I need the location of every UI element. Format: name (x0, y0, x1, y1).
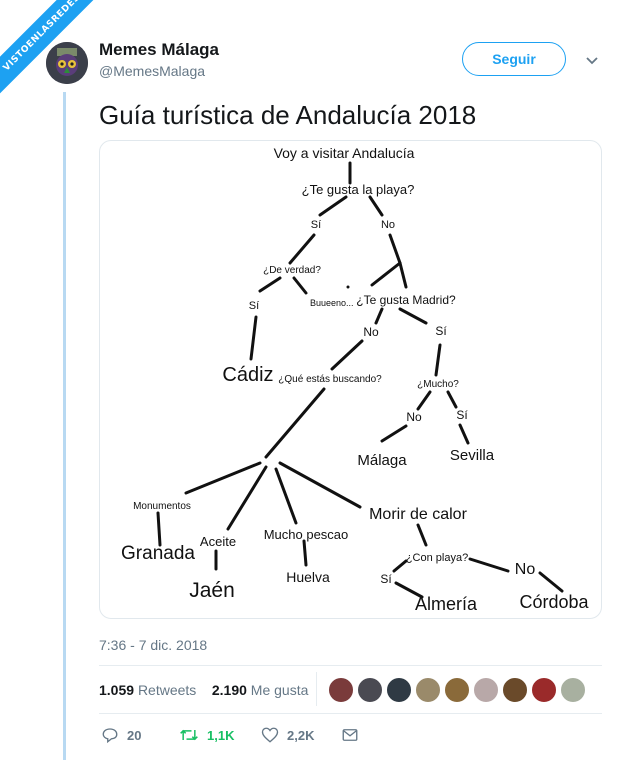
reply-button[interactable]: 20 (101, 726, 141, 744)
edge-si-sevilla (458, 423, 470, 445)
node-root: Voy a visitar Andalucía (274, 145, 415, 161)
edge-hub-pescao (274, 467, 298, 525)
timestamp[interactable]: 7:36 - 7 dic. 2018 (99, 637, 208, 653)
node-cordoba: Córdoba (519, 592, 589, 612)
node-si5: Sí (380, 572, 392, 586)
avatar[interactable] (502, 677, 528, 703)
retweet-button[interactable]: 1,1K (179, 726, 234, 744)
engagement-stats: 1.059 Retweets 2.190 Me gusta (99, 682, 308, 698)
edge-beach-no (368, 195, 384, 217)
avatar[interactable] (531, 677, 557, 703)
node-pescao: Mucho pescao (264, 527, 349, 542)
node-almeria: Almería (415, 594, 478, 614)
edge-pescao-huelva (302, 539, 308, 567)
node-conplaya: ¿Con playa? (406, 552, 468, 564)
node-no5: No (515, 561, 536, 578)
node-granada: Granada (121, 543, 195, 564)
edge-no-malaga (380, 424, 408, 443)
retweets-count: 1.059 (99, 682, 135, 698)
tweet-image[interactable]: Voy a visitar Andalucía ¿Te gusta la pla… (99, 140, 602, 619)
node-si4: Sí (456, 408, 468, 422)
node-sevilla: Sevilla (450, 447, 495, 464)
like-button[interactable]: 2,2K (261, 726, 314, 744)
node-aceite: Aceite (200, 534, 236, 549)
edge-madrid-si (398, 307, 428, 325)
mail-icon (342, 729, 358, 741)
edge-merge-left (370, 261, 402, 287)
divider (99, 665, 602, 666)
edge-no-cordoba (538, 571, 564, 593)
retweets-stat[interactable]: 1.059 Retweets (99, 682, 196, 698)
node-mucho: ¿Mucho? (417, 379, 459, 390)
edge-hub-calor (278, 461, 362, 509)
edge-conplaya-no (468, 557, 510, 573)
reply-icon (102, 728, 118, 744)
follow-button[interactable]: Seguir (462, 42, 566, 76)
node-monumentos: Monumentos (133, 501, 191, 512)
edge-madrid-no (374, 307, 384, 325)
node-no1: No (381, 219, 395, 231)
avatar[interactable] (415, 677, 441, 703)
message-button[interactable] (341, 726, 359, 744)
flowchart: Voy a visitar Andalucía ¿Te gusta la pla… (121, 145, 589, 614)
avatar[interactable] (328, 677, 354, 703)
likes-count: 2.190 (211, 682, 247, 698)
node-madrid: ¿Te gusta Madrid? (356, 293, 456, 307)
likes-label: Me gusta (250, 682, 309, 698)
edge-no-looking (330, 339, 364, 371)
edge-mucho-no (416, 390, 432, 411)
retweet-icon (180, 729, 198, 741)
edge-no-merge (388, 233, 402, 265)
edge-si-cadiz (249, 315, 258, 361)
edge-beach-si (318, 195, 348, 217)
edge-mucho-si (446, 390, 458, 409)
chevron-down-icon[interactable] (584, 52, 600, 73)
node-beach: ¿Te gusta la playa? (302, 182, 415, 197)
reply-count: 20 (127, 727, 142, 743)
author-name[interactable]: Memes Málaga (99, 40, 219, 59)
edge-looking-hub (264, 387, 326, 459)
tweet-text: Guía turística de Andalucía 2018 (99, 100, 477, 130)
node-jaen: Jaén (189, 579, 235, 602)
avatar[interactable] (560, 677, 586, 703)
edge-si-almeria (394, 581, 424, 599)
avatar[interactable] (473, 677, 499, 703)
edge-si-really (288, 233, 316, 265)
edge-calor-conplaya (416, 523, 428, 547)
edge-really-bueno (292, 276, 308, 295)
stats-divider (316, 672, 317, 706)
avatar[interactable] (444, 677, 470, 703)
thread-line (63, 92, 66, 760)
retweets-label: Retweets (137, 682, 197, 698)
edge-hub-monumentos (184, 461, 262, 495)
avatar[interactable] (46, 42, 88, 84)
node-really: ¿De verdad? (263, 265, 321, 276)
edge-really-si (258, 276, 282, 293)
node-cadiz: Cádiz (222, 364, 273, 386)
edge-conplaya-si (392, 559, 408, 573)
retweet-count: 1,1K (207, 727, 235, 743)
likes-stat[interactable]: 2.190 Me gusta (212, 682, 309, 698)
avatar-image (46, 42, 88, 84)
edge-monumentos-granada (156, 511, 162, 547)
avatar[interactable] (386, 677, 412, 703)
node-si1: Sí (311, 219, 321, 231)
node-malaga: Málaga (357, 452, 407, 469)
author-handle[interactable]: @MemesMalaga (99, 63, 206, 79)
avatar[interactable] (357, 677, 383, 703)
divider (99, 713, 602, 714)
node-huelva: Huelva (286, 569, 330, 585)
like-count: 2,2K (287, 727, 315, 743)
node-calor: Morir de calor (369, 506, 467, 523)
edge-merge-madrid (398, 261, 408, 289)
node-no3: No (363, 325, 379, 339)
node-bueno: Buueeno... (310, 298, 354, 308)
node-no4: No (406, 410, 422, 424)
node-si2: Sí (249, 300, 259, 312)
edge-si-mucho (434, 343, 442, 377)
node-looking: ¿Qué estás buscando? (278, 374, 382, 385)
node-si3: Sí (435, 324, 447, 338)
edge-hub-aceite (226, 465, 268, 531)
heart-icon (261, 727, 279, 743)
